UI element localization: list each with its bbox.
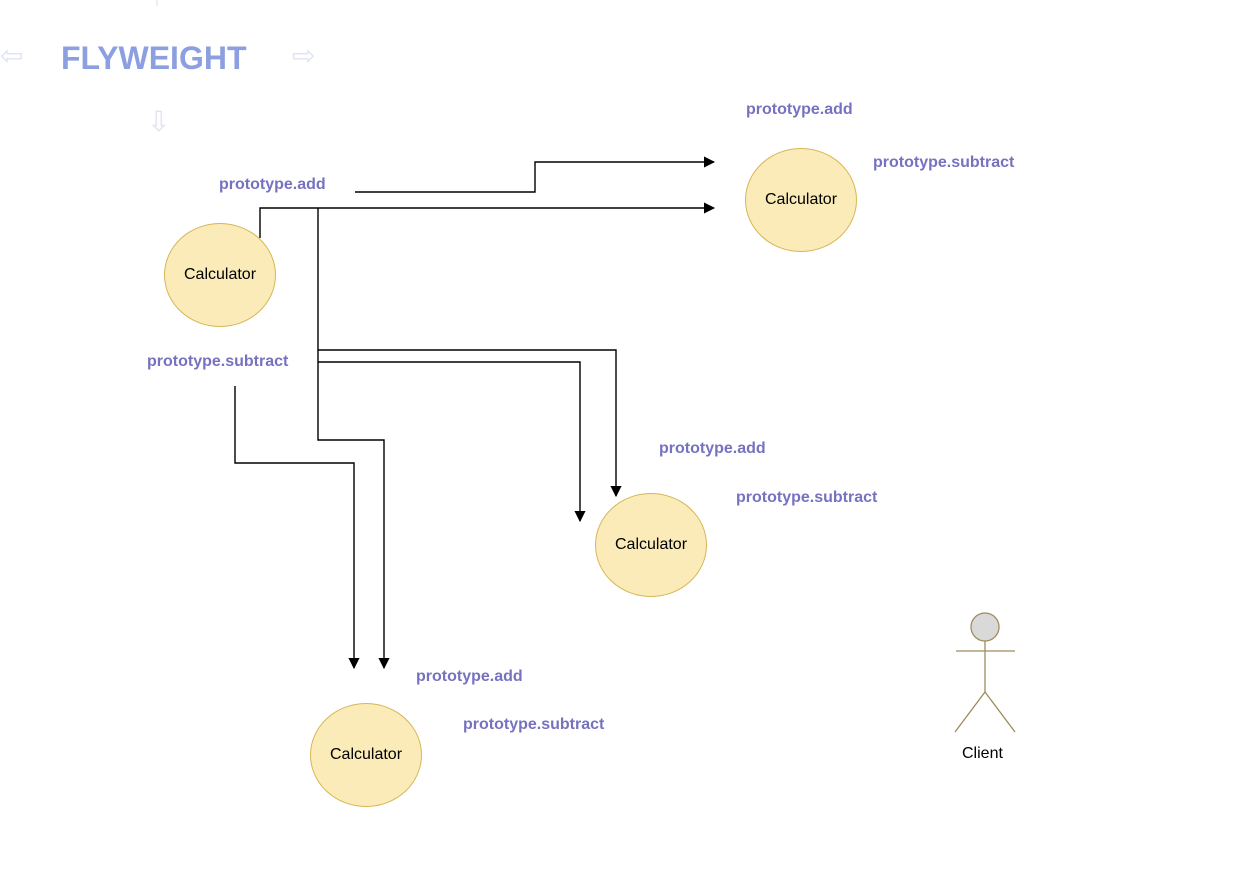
method-label-add: prototype.add xyxy=(219,176,326,193)
method-label-add: prototype.add xyxy=(416,668,523,685)
connector-trunk-to-middle-b xyxy=(318,361,586,523)
arrow-right-icon: ⇨ xyxy=(292,40,316,71)
calculator-node: Calculator xyxy=(164,223,276,327)
method-label-subtract: prototype.subtract xyxy=(463,716,605,733)
client-label: Client xyxy=(962,745,1003,762)
arrow-down-icon: ⇩ xyxy=(147,106,171,137)
arrow-left-icon: ⇦ xyxy=(0,40,24,71)
connector-add-to-top xyxy=(355,156,716,193)
calculator-node: Calculator xyxy=(745,148,857,252)
connector-subtract-to-bottom xyxy=(234,386,360,670)
calculator-node: Calculator xyxy=(595,493,707,597)
method-label-add: prototype.add xyxy=(746,101,853,118)
connector-trunk-to-middle-a xyxy=(317,208,622,498)
connector-trunk-to-bottom xyxy=(317,350,390,670)
calculator-node: Calculator xyxy=(310,703,422,807)
client-actor-icon xyxy=(954,612,1016,733)
method-label-add: prototype.add xyxy=(659,440,766,457)
method-label-subtract: prototype.subtract xyxy=(736,489,878,506)
arrow-up-icon: ↑ xyxy=(150,0,164,10)
method-label-subtract: prototype.subtract xyxy=(873,154,1015,171)
diagram-title: FLYWEIGHT xyxy=(61,40,247,76)
method-label-subtract: prototype.subtract xyxy=(147,353,289,370)
connector-node-to-top xyxy=(259,202,716,238)
